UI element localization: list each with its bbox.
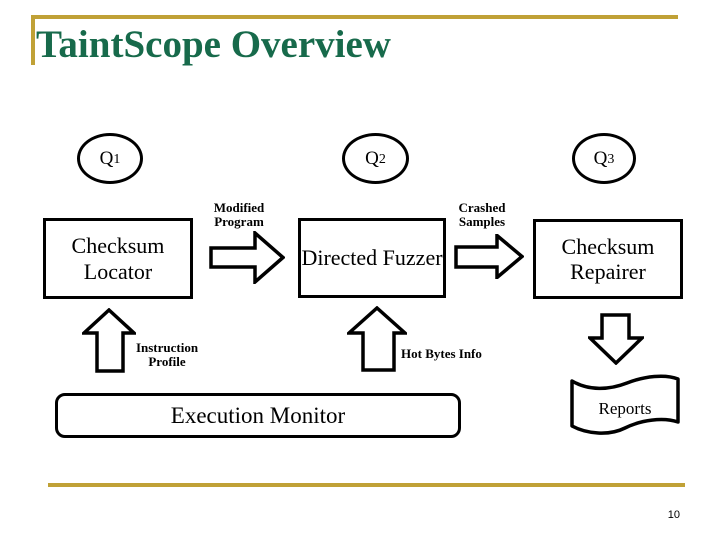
queue-q2-letter: Q xyxy=(365,147,379,169)
accent-bottom-line xyxy=(48,483,685,487)
accent-left-bar xyxy=(31,15,35,65)
block-arrow-up-icon xyxy=(347,306,407,372)
node-directed-fuzzer-label: Directed Fuzzer xyxy=(301,245,443,271)
queue-q3-letter: Q xyxy=(593,147,608,169)
node-checksum-locator: Checksum Locator xyxy=(43,218,193,299)
node-reports-label: Reports xyxy=(598,399,652,418)
flow-label-instruction-profile: Instruction Profile xyxy=(135,340,199,369)
node-checksum-repairer-label: Checksum Repairer xyxy=(561,233,655,284)
node-reports-wave: Reports xyxy=(569,371,681,439)
flow-label-crashed-samples: Crashed Samples xyxy=(458,200,506,229)
node-checksum-locator-label: Checksum Locator xyxy=(71,233,165,284)
flow-label-modified-program: Modified Program xyxy=(213,200,265,229)
node-execution-monitor-label: Execution Monitor xyxy=(170,402,346,428)
node-execution-monitor: Execution Monitor xyxy=(55,393,461,438)
queue-q2-number: 2 xyxy=(378,152,386,167)
block-arrow-down-icon xyxy=(588,313,644,365)
accent-top-line xyxy=(31,15,678,19)
queue-q3-number: 3 xyxy=(607,152,615,167)
slide-title: TaintScope Overview xyxy=(36,23,391,66)
block-arrow-right-icon xyxy=(209,231,285,284)
node-directed-fuzzer: Directed Fuzzer xyxy=(298,218,446,298)
flow-label-hot-bytes-info: Hot Bytes Info xyxy=(401,346,482,361)
page-number: 10 xyxy=(667,509,680,521)
block-arrow-up-icon xyxy=(82,308,136,373)
block-arrow-right-icon xyxy=(454,234,524,279)
node-checksum-repairer: Checksum Repairer xyxy=(533,219,683,299)
queue-q1-letter: Q xyxy=(99,147,114,169)
queue-q1-number: 1 xyxy=(113,152,121,167)
